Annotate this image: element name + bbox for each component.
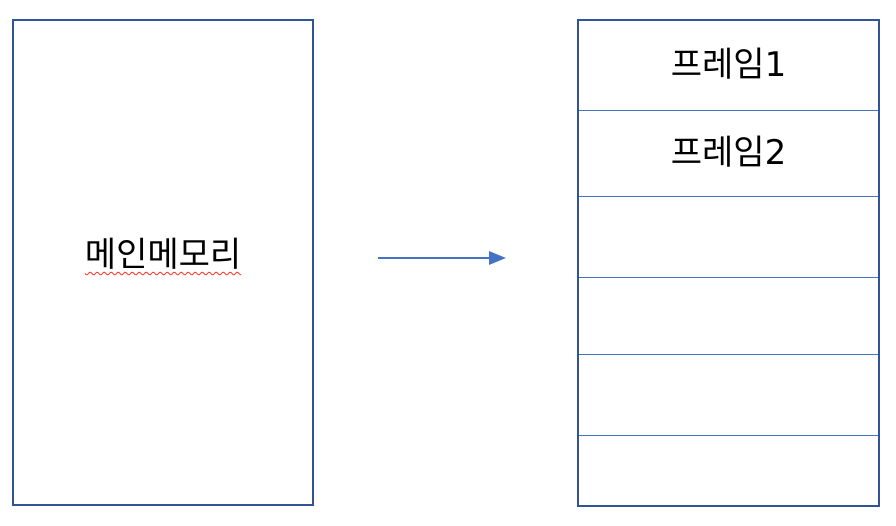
frame-row-3[interactable]: [579, 197, 878, 279]
frame-row-1[interactable]: 프레임1: [579, 21, 878, 112]
frame-row-4[interactable]: [579, 278, 878, 355]
frame-table[interactable]: 프레임1 프레임2: [577, 19, 880, 507]
frame-row-5[interactable]: [579, 355, 878, 437]
frame-label-1: 프레임1: [670, 44, 787, 85]
main-memory-box[interactable]: 메인메모리: [12, 19, 314, 506]
arrow-right-icon[interactable]: [377, 249, 507, 267]
main-memory-label: 메인메모리: [84, 234, 242, 275]
frame-label-2: 프레임2: [670, 132, 787, 173]
frame-row-6[interactable]: [579, 436, 878, 505]
frame-row-2[interactable]: 프레임2: [579, 111, 878, 197]
arrow-head: [489, 251, 506, 265]
